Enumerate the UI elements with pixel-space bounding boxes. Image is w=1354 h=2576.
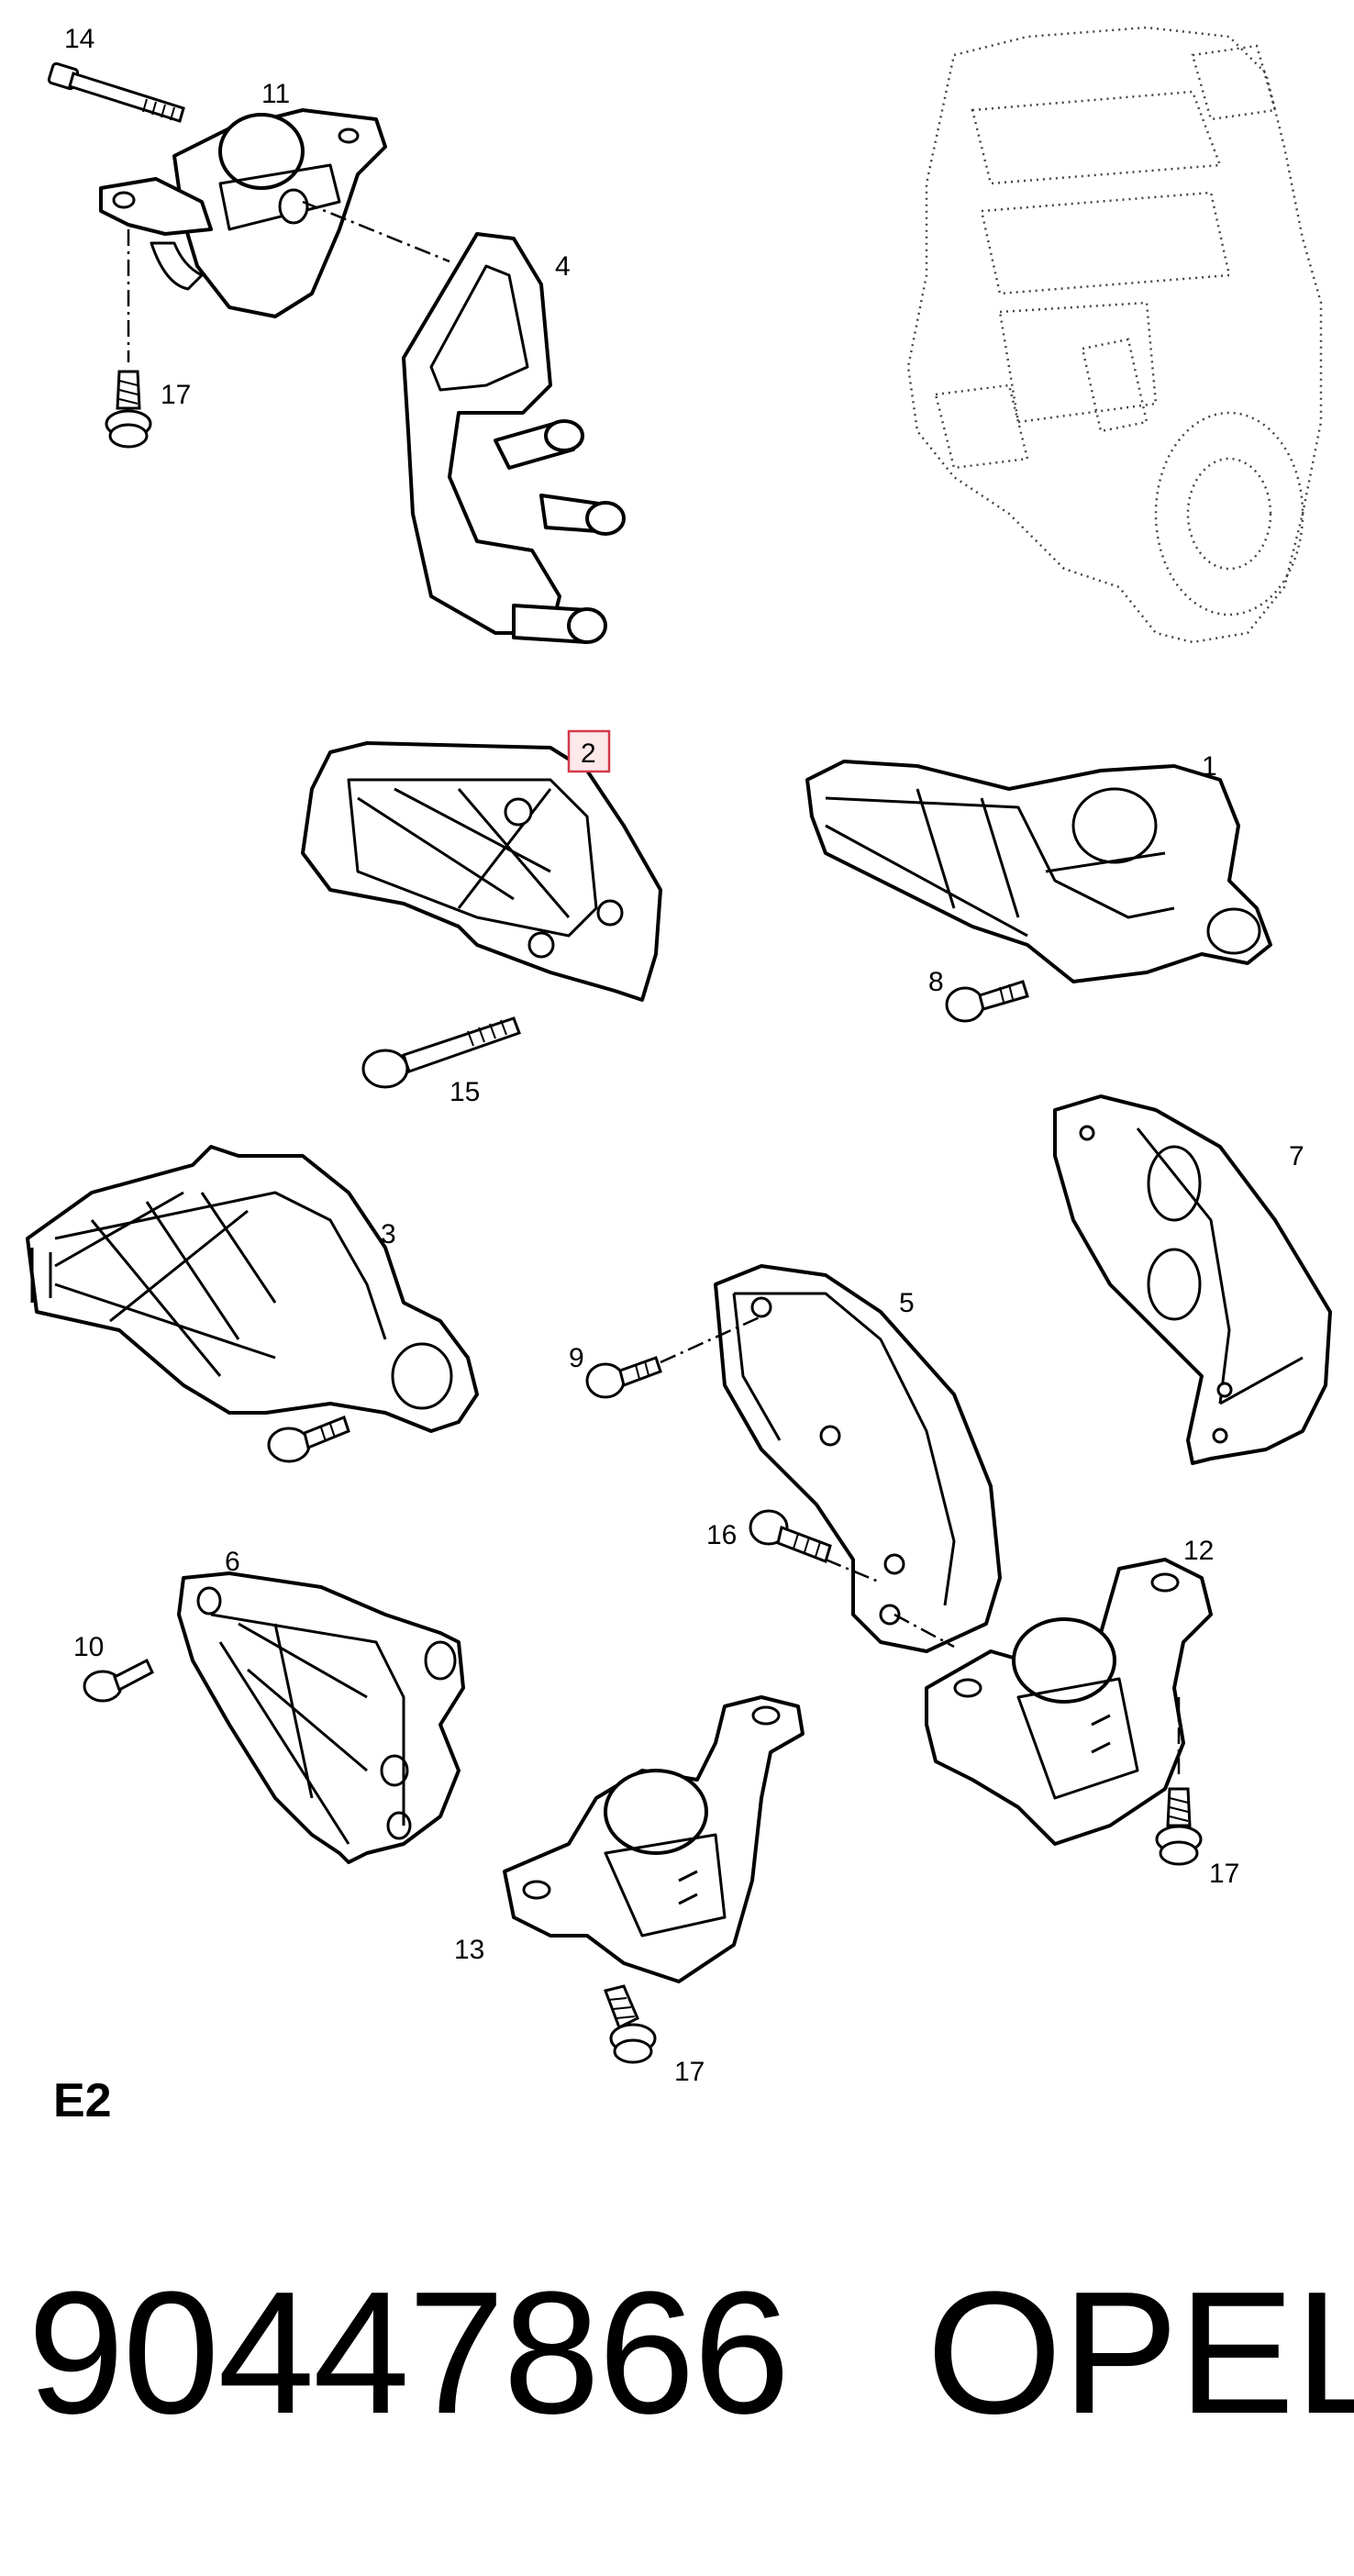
callout-13: 13 xyxy=(454,1935,484,1965)
bolt-9 xyxy=(585,1356,662,1399)
engine-outline xyxy=(906,26,1323,644)
bolt-17-right xyxy=(1155,1787,1203,1866)
bracket-1 xyxy=(805,760,1272,983)
callout-2: 2 xyxy=(581,738,596,769)
bolt-3-screw xyxy=(267,1416,350,1463)
mount-13 xyxy=(503,1695,805,1983)
callout-10: 10 xyxy=(73,1632,104,1662)
callout-12: 12 xyxy=(1183,1536,1214,1566)
bolt-8 xyxy=(945,980,1029,1023)
bracket-5 xyxy=(714,1264,1002,1653)
callout-1: 1 xyxy=(1202,751,1217,782)
part-number: 90447866 xyxy=(28,2256,790,2450)
bracket-4 xyxy=(402,232,626,644)
callout-14: 14 xyxy=(64,24,94,54)
mount-12 xyxy=(925,1558,1213,1846)
callout-17-right: 17 xyxy=(1209,1859,1239,1889)
callout-15: 15 xyxy=(449,1077,480,1107)
callout-labels: 14 11 4 17 2 1 8 15 7 3 5 9 16 6 12 10 1… xyxy=(64,24,1304,2087)
bracket-3 xyxy=(26,1145,479,1433)
callout-9: 9 xyxy=(569,1343,584,1373)
bolt-17-upper xyxy=(105,370,152,449)
bolt-10 xyxy=(83,1658,154,1703)
callout-3: 3 xyxy=(381,1219,396,1249)
callout-2-highlight xyxy=(567,729,611,773)
callout-17-lower: 17 xyxy=(674,2057,705,2087)
callout-8: 8 xyxy=(928,967,944,997)
bolt-16 xyxy=(749,1509,832,1563)
brand-name: OPEL xyxy=(927,2256,1354,2450)
callout-6: 6 xyxy=(225,1547,240,1577)
callout-4: 4 xyxy=(555,251,571,282)
callout-16: 16 xyxy=(706,1520,737,1550)
callout-7: 7 xyxy=(1289,1141,1304,1171)
mount-11 xyxy=(99,108,387,318)
bolt-15 xyxy=(361,1016,521,1089)
bracket-7 xyxy=(1053,1094,1332,1465)
callout-5: 5 xyxy=(899,1288,915,1318)
callout-11: 11 xyxy=(261,79,290,109)
bracket-2 xyxy=(301,741,662,1002)
bolt-14 xyxy=(47,61,185,123)
bracket-6 xyxy=(177,1571,465,1864)
section-code: E2 xyxy=(53,2074,112,2127)
callout-17-upper: 17 xyxy=(161,380,191,410)
bolt-17-lower xyxy=(604,1984,657,2064)
